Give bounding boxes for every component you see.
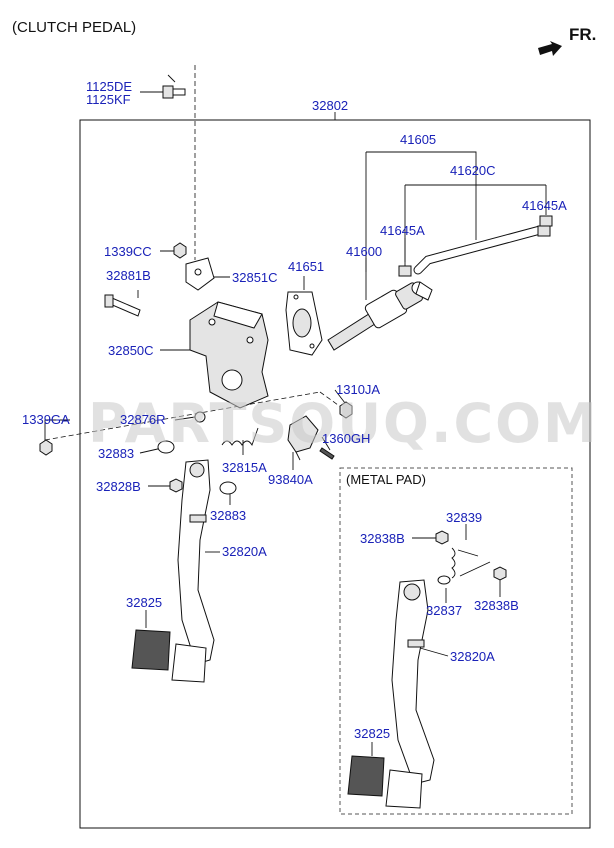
diagram-title: (CLUTCH PEDAL): [12, 19, 136, 36]
part-label: 32815A: [222, 460, 267, 475]
part-label: 1125DE: [86, 79, 132, 94]
part-label: 1125KF: [86, 92, 131, 107]
screw-1360gh-part: [319, 447, 335, 460]
part-label: 41645A: [380, 223, 425, 238]
part-label: 41600: [346, 244, 382, 259]
part-label: 32851C: [232, 270, 278, 285]
pedal-arm-part: [177, 459, 215, 665]
inset-pedal-arm-part: [391, 579, 435, 785]
part-label: 32828B: [96, 479, 141, 494]
metal-pad-inset-title: (METAL PAD): [346, 472, 426, 487]
rivet-32876r-part: [194, 411, 206, 423]
return-spring-part: [221, 427, 259, 447]
part-label: 32820A: [450, 649, 495, 664]
part-label: 93840A: [268, 472, 313, 487]
nut-1339cc-part: [173, 242, 187, 259]
inset-pedal-pad-part: [347, 755, 423, 809]
part-label: 41605: [400, 132, 436, 147]
front-direction-arrow-icon: [538, 41, 562, 56]
part-label: 32825: [126, 595, 162, 610]
bracket-32851c-part: [185, 257, 215, 291]
part-label: 1360GH: [322, 431, 370, 446]
part-label: 32837: [426, 603, 462, 618]
clutch-hose-part: [413, 225, 551, 275]
inset-nut-part: [435, 530, 507, 585]
front-direction-label: FR.: [569, 25, 596, 44]
master-cylinder-part: [327, 281, 433, 351]
part-label: 41645A: [522, 198, 567, 213]
part-label: 32838B: [474, 598, 519, 613]
gasket-part: [285, 291, 323, 356]
part-label: 32825: [354, 726, 390, 741]
part-label: 32876R: [120, 412, 166, 427]
part-labels: 1125DE 1125KF 32802 41605 41620C 41645A …: [22, 79, 567, 741]
nut-32828b-part: [169, 478, 183, 493]
pedal-bracket-part: [189, 301, 269, 409]
hose-clip-part: [398, 215, 553, 277]
pin-32881b-part: [104, 294, 141, 317]
metal-pad-inset-frame: [339, 467, 573, 815]
mount-axis-line: [44, 391, 321, 441]
part-label: 32883: [210, 508, 246, 523]
nut-1310ja-part: [339, 401, 353, 419]
part-label: 41620C: [450, 163, 496, 178]
part-label: 32883: [98, 446, 134, 461]
part-label: 32820A: [222, 544, 267, 559]
pedal-pad-part: [131, 629, 207, 683]
watermark: PARTSOUQ.COM: [88, 392, 599, 455]
inset-spring-part: [451, 547, 491, 579]
part-label: 1339GA: [22, 412, 70, 427]
bolt-1125de-part: [162, 74, 186, 99]
part-label: 41651: [288, 259, 324, 274]
part-label: 32802: [312, 98, 348, 113]
part-label: 32839: [446, 510, 482, 525]
part-label: 32850C: [108, 343, 154, 358]
part-label: 1339CC: [104, 244, 152, 259]
part-label: 32881B: [106, 268, 151, 283]
part-label: 1310JA: [336, 382, 380, 397]
bushing-32883-part: [157, 440, 237, 495]
nut-1339ga-part: [39, 439, 53, 456]
assembly-frame: [79, 119, 591, 829]
clutch-switch-part: [287, 415, 319, 461]
part-label: 32838B: [360, 531, 405, 546]
